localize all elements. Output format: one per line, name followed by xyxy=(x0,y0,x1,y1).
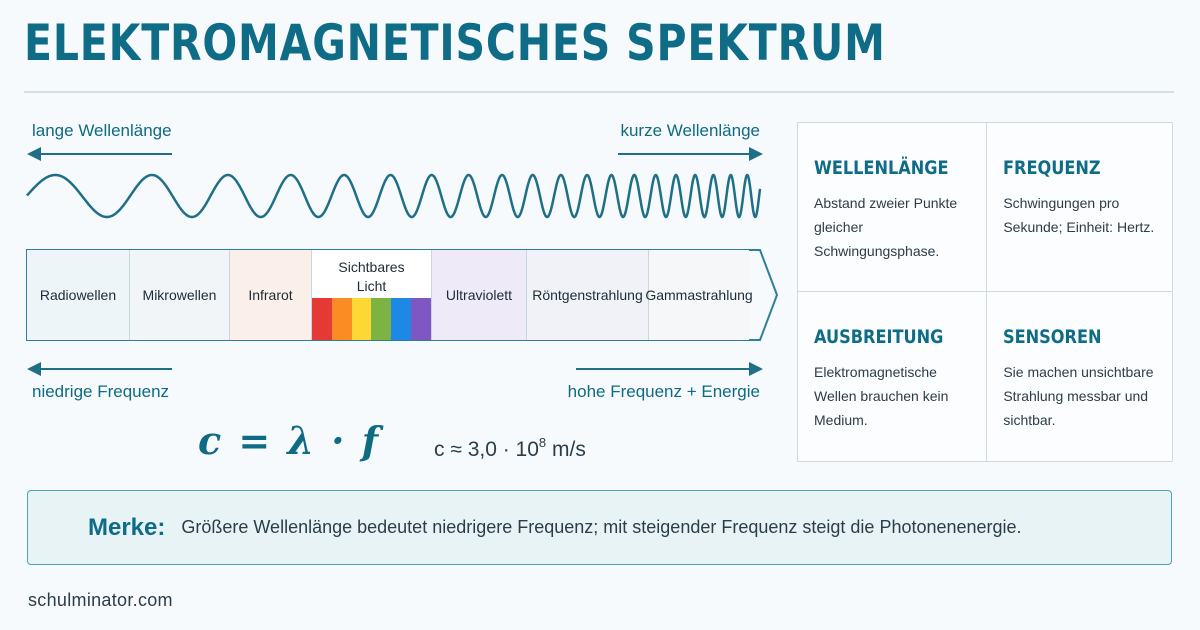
band-visible: Sichtbares Licht xyxy=(312,250,432,340)
spectrum-graphics xyxy=(26,147,779,376)
speed-exponent: 8 xyxy=(538,435,547,450)
short-wavelength-label: kurze Wellenlänge xyxy=(620,121,760,140)
title-divider xyxy=(24,91,1174,93)
band-label: Ultraviolett xyxy=(445,287,513,303)
band-xray: Röntgenstrahlung xyxy=(527,250,649,340)
merke-heading: Merke: xyxy=(88,513,166,541)
wave-formula: c = λ · f xyxy=(198,418,379,463)
merke-box: Merke: Größere Wellenlänge bedeutet nied… xyxy=(27,490,1172,565)
info-card-wavelength: WELLENLÄNGE Abstand zweier Punkte gleich… xyxy=(798,123,988,292)
band-ultraviolet: Ultraviolett xyxy=(432,250,527,340)
info-text: Sie machen unsichtbare Strahlung messbar… xyxy=(1003,364,1154,428)
speed-unit: m/s xyxy=(546,438,586,461)
long-wavelength-label: lange Wellenlänge xyxy=(32,121,172,140)
band-label: Infrarot xyxy=(248,287,293,303)
visible-rainbow xyxy=(312,298,431,340)
high-frequency-label: hohe Frequenz + Energie xyxy=(567,382,760,401)
spectrum-band: Radiowellen Mikrowellen Infrarot Sichtba… xyxy=(27,250,753,340)
rainbow-stripe xyxy=(411,298,431,340)
info-card-sensors: SENSOREN Sie machen unsichtbare Strahlun… xyxy=(987,292,1172,461)
rainbow-stripe xyxy=(371,298,392,340)
footer-brand: schulminator.com xyxy=(28,590,173,610)
info-heading: FREQUENZ xyxy=(1003,157,1101,179)
page-title: ELEKTROMAGNETISCHES SPEKTRUM xyxy=(24,14,886,72)
info-text: Schwingungen pro Sekunde; Einheit: Hertz… xyxy=(1003,195,1155,235)
band-radio: Radiowellen xyxy=(27,250,130,340)
info-text: Elektromagnetische Wellen brauchen kein … xyxy=(814,364,949,428)
info-heading: SENSOREN xyxy=(1003,326,1102,348)
band-label: Gammastrahlung xyxy=(645,287,753,303)
speed-of-light: c ≈ 3,0 · 108 m/s xyxy=(434,435,586,462)
band-label: Mikrowellen xyxy=(142,287,217,303)
info-card-frequency: FREQUENZ Schwingungen pro Sekunde; Einhe… xyxy=(987,123,1172,292)
info-text: Abstand zweier Punkte gleicher Schwingun… xyxy=(814,195,958,259)
info-card-propagation: AUSBREITUNG Elektromagnetische Wellen br… xyxy=(798,292,988,461)
info-grid: WELLENLÄNGE Abstand zweier Punkte gleich… xyxy=(797,122,1173,462)
rainbow-stripe xyxy=(312,298,332,340)
band-label: Radiowellen xyxy=(39,287,117,303)
merke-text: Größere Wellenlänge bedeutet niedrigere … xyxy=(181,517,1022,537)
info-heading: AUSBREITUNG xyxy=(814,326,944,348)
band-infrared: Infrarot xyxy=(230,250,312,340)
rainbow-stripe xyxy=(391,298,412,340)
wave-line xyxy=(26,173,762,219)
speed-prefix: c ≈ 3,0 · 10 xyxy=(434,438,539,461)
band-label: Röntgenstrahlung xyxy=(532,287,643,303)
band-microwave: Mikrowellen xyxy=(130,250,230,340)
band-gamma: Gammastrahlung xyxy=(645,250,753,340)
rainbow-stripe xyxy=(331,298,352,340)
info-heading: WELLENLÄNGE xyxy=(814,157,949,179)
rainbow-stripe xyxy=(351,298,372,340)
band-label: Sichtbares Licht xyxy=(338,259,405,294)
low-frequency-label: niedrige Frequenz xyxy=(32,382,170,401)
